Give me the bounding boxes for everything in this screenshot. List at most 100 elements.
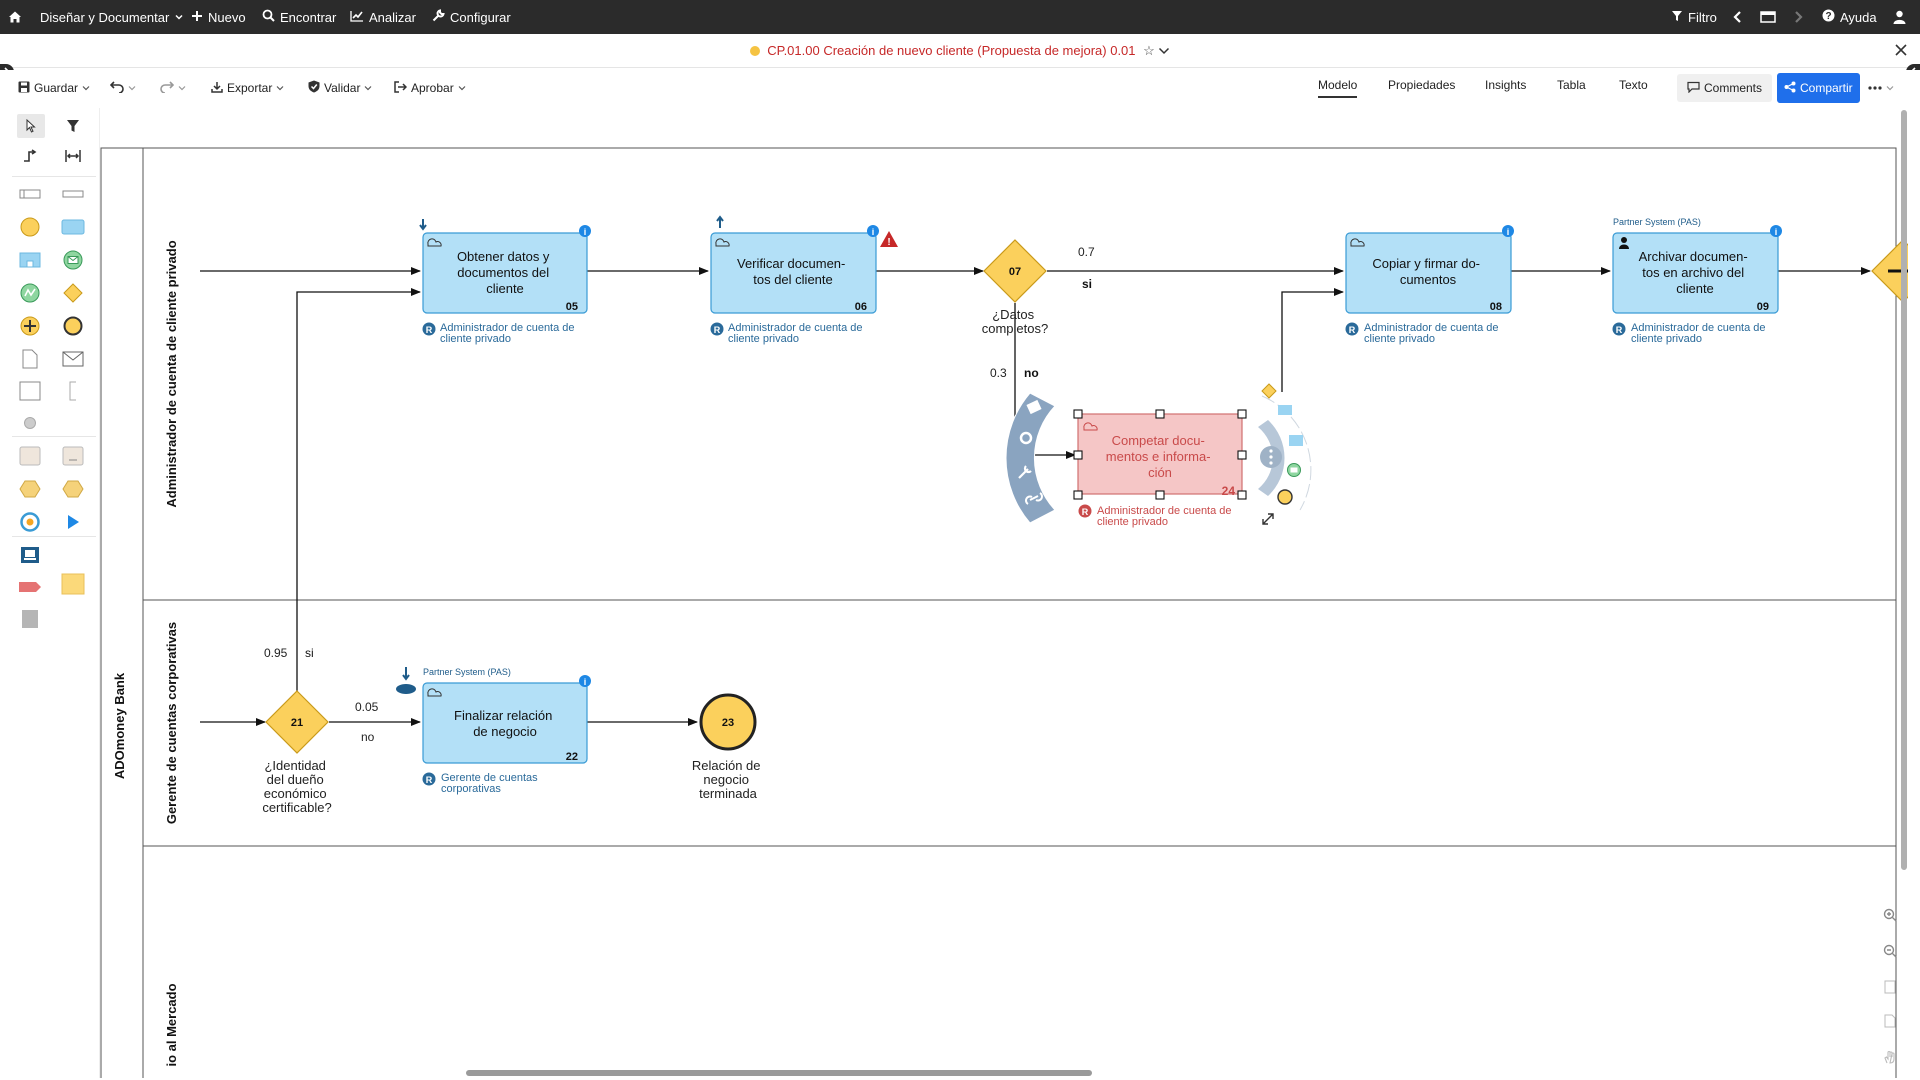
approve-button[interactable]: Aprobar (394, 78, 466, 98)
data-store-icon[interactable] (60, 445, 86, 467)
end-event-relacion-terminada[interactable]: 23 (699, 693, 757, 751)
help-button[interactable]: ? Ayuda (1822, 0, 1877, 34)
context-wheel-left[interactable] (1005, 392, 1056, 524)
chevron-left-icon[interactable] (1733, 0, 1743, 34)
task-obtener-datos[interactable]: Obtener datos y documentos del cliente 0… (419, 219, 591, 314)
info-icon[interactable]: i (579, 225, 591, 237)
target-event-icon[interactable] (17, 511, 43, 533)
filter-funnel-icon[interactable] (60, 115, 86, 137)
chevron-down-icon[interactable] (1158, 44, 1170, 59)
distribute-tool-icon[interactable] (60, 145, 86, 167)
hexagon-shape-icon[interactable] (17, 478, 43, 500)
chevron-right-icon[interactable] (1793, 0, 1803, 34)
horizontal-scrollbar[interactable] (466, 1070, 1092, 1076)
role-badge-icon: R (1345, 322, 1359, 336)
end-event-icon[interactable] (60, 315, 86, 337)
hexagon-alt-shape-icon[interactable] (60, 478, 86, 500)
vertical-scrollbar[interactable] (1901, 110, 1907, 870)
export-button[interactable]: Exportar (211, 78, 284, 98)
tab-texto[interactable]: Texto (1619, 78, 1648, 92)
validate-button[interactable]: Validar (308, 78, 372, 98)
document-shape-icon[interactable] (17, 348, 43, 370)
info-icon[interactable]: i (1502, 225, 1514, 237)
gateway-datos-completos[interactable]: 07 (983, 239, 1047, 303)
menu-design-document[interactable]: Diseñar y Documentar (40, 0, 184, 34)
task-verificar-documentos[interactable]: Verificar documen- tos del cliente 06 i … (710, 215, 898, 314)
signal-event-icon[interactable] (17, 282, 43, 304)
wrench-tool-icon[interactable] (1018, 465, 1032, 479)
star-icon[interactable]: ☆ (1143, 43, 1155, 58)
fit-to-screen-icon[interactable] (1872, 974, 1908, 1000)
menu-find[interactable]: Encontrar (262, 0, 336, 34)
menu-configure[interactable]: Configurar (432, 0, 511, 34)
message-event-icon[interactable] (60, 249, 86, 271)
intermediate-event-icon[interactable] (17, 412, 43, 434)
zoom-out-icon[interactable] (1872, 938, 1908, 964)
chevron-down-icon[interactable] (1886, 78, 1894, 98)
selection-handles[interactable] (1073, 409, 1247, 500)
subprocess-option-icon[interactable] (1278, 405, 1292, 415)
save-button[interactable]: Guardar (18, 78, 90, 98)
task-archivar-documentos[interactable]: Archivar documen- tos en archivo del cli… (1612, 225, 1782, 314)
undo-button[interactable] (109, 78, 136, 98)
computer-resource-icon[interactable] (17, 544, 43, 566)
tab-modelo[interactable]: Modelo (1318, 78, 1358, 98)
menu-analyze[interactable]: Analizar (350, 0, 416, 34)
share-button[interactable]: Compartir (1777, 73, 1860, 103)
diagram-canvas[interactable]: ADOmoney Bank Administrador de cuenta de… (100, 108, 1908, 1078)
info-icon[interactable]: i (867, 225, 879, 237)
filter-button[interactable]: Filtro (1671, 0, 1717, 34)
lane-shape-icon[interactable] (60, 183, 86, 205)
connector-tool-icon[interactable] (17, 145, 43, 167)
pool[interactable]: ADOmoney Bank (100, 147, 1897, 1078)
task-competar-documentos[interactable]: Competar docu- mentos e informa- ción 24 (1077, 413, 1243, 498)
window-icon[interactable] (1760, 0, 1776, 34)
hand-pan-icon[interactable] (1872, 1044, 1908, 1070)
task-shape-icon[interactable] (60, 216, 86, 238)
tab-propiedades[interactable]: Propiedades (1388, 78, 1456, 92)
close-icon[interactable] (1894, 43, 1908, 57)
gateway-shape-icon[interactable] (60, 282, 86, 304)
subprocess-shape-icon[interactable] (17, 249, 43, 271)
group-shape-icon[interactable] (17, 445, 43, 467)
context-wheel-right[interactable] (1258, 383, 1312, 525)
warning-icon[interactable]: ! (880, 231, 898, 248)
tab-tabla[interactable]: Tabla (1557, 78, 1586, 92)
parallel-gateway-icon[interactable] (17, 315, 43, 337)
resize-arrows-icon[interactable] (1262, 513, 1274, 525)
message-option-icon[interactable] (1287, 463, 1301, 477)
start-event-icon[interactable] (17, 216, 43, 238)
select-pointer-icon[interactable] (17, 114, 45, 138)
chevron-down-icon (174, 10, 184, 25)
end-event-option-icon[interactable] (1277, 489, 1293, 505)
approve-label: Aprobar (411, 81, 454, 95)
envelope-icon[interactable] (60, 348, 86, 370)
play-triangle-icon[interactable] (60, 511, 86, 533)
task-finalizar-relacion[interactable]: Finalizar relación de negocio 22 i (422, 675, 591, 764)
task-option-icon[interactable] (1289, 435, 1303, 446)
comments-button[interactable]: Comments (1677, 74, 1773, 102)
zoom-in-icon[interactable] (1872, 902, 1908, 928)
home-icon[interactable] (8, 0, 22, 34)
book-icon[interactable] (1026, 399, 1042, 415)
tab-insights[interactable]: Insights (1485, 78, 1527, 92)
text-annotation-icon[interactable] (17, 380, 43, 402)
info-icon[interactable]: i (579, 675, 591, 687)
redo-button[interactable] (160, 78, 186, 98)
settings-gear-icon[interactable] (1019, 431, 1033, 445)
task-copiar-firmar[interactable]: Copiar y firmar do- cumentos 08 i (1345, 225, 1514, 314)
pool-shape-icon[interactable] (17, 183, 43, 205)
tag-shape-icon[interactable] (17, 576, 43, 598)
page-view-icon[interactable] (1872, 1008, 1908, 1034)
info-icon[interactable]: i (1770, 225, 1782, 237)
menu-new[interactable]: Nuevo (191, 0, 246, 34)
vertical-dots-icon[interactable] (1269, 449, 1273, 465)
gateway-identidad[interactable]: 21 (265, 690, 329, 754)
user-icon[interactable] (1893, 0, 1906, 34)
link-icon[interactable] (1025, 492, 1043, 505)
note-shape-icon[interactable] (60, 573, 86, 595)
bracket-annotation-icon[interactable] (60, 380, 86, 402)
more-options-icon[interactable] (1868, 78, 1884, 98)
gateway-option-icon[interactable] (1261, 383, 1277, 399)
gray-block-icon[interactable] (17, 608, 43, 630)
